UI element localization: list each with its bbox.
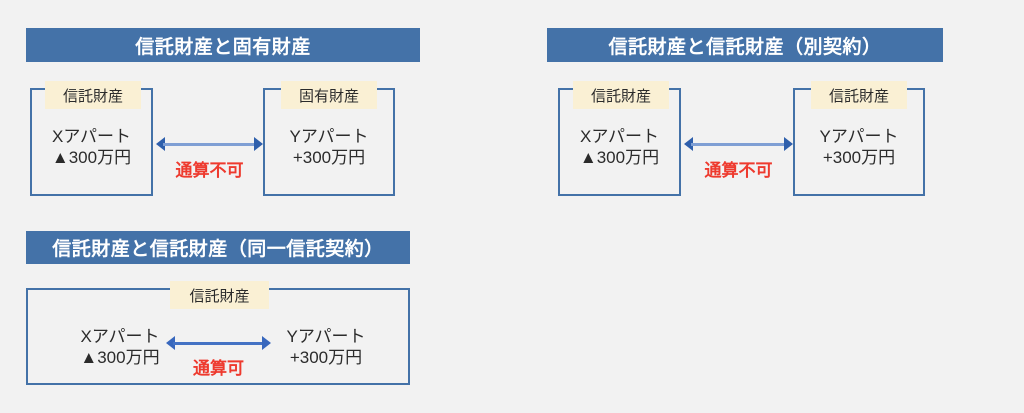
panel-trust-vs-own: 信託財産と固有財産 Xアパート ▲300万円 信託財産 Yアパート +300万円… xyxy=(26,28,420,198)
asset-line-amount: ▲300万円 xyxy=(80,348,160,368)
arrow-shaft xyxy=(163,142,256,146)
offset-arrow-trust-vs-trust-same xyxy=(166,336,271,350)
asset-line-primary: Yアパート xyxy=(289,127,369,146)
asset-values-left: Xアパート ▲300万円 xyxy=(50,326,190,368)
asset-values-right: Yアパート +300万円 xyxy=(256,326,396,368)
asset-line-amount: +300万円 xyxy=(292,148,366,168)
panel-title-trust-vs-trust-same: 信託財産と信託財産（同一信託契約） xyxy=(26,231,410,264)
asset-line-primary: Xアパート xyxy=(52,127,131,146)
arrow-head-right-icon xyxy=(262,336,271,350)
asset-tag-own-property: 固有財産 xyxy=(281,81,377,109)
asset-box-trust-property-1-values: Xアパート ▲300万円 xyxy=(32,126,151,168)
asset-line-primary: Xアパート xyxy=(80,327,160,346)
arrow-head-right-icon xyxy=(254,137,263,151)
panel-trust-vs-trust-separate: 信託財産と信託財産（別契約） Xアパート ▲300万円 信託財産 Yアパート +… xyxy=(547,28,943,198)
arrow-head-left-icon xyxy=(166,336,175,350)
arrow-head-left-icon xyxy=(156,137,165,151)
asset-line-primary: Yアパート xyxy=(819,127,899,146)
asset-tag-trust-property-2b: 信託財産 xyxy=(811,81,907,109)
asset-tag-trust-property-1: 信託財産 xyxy=(45,81,141,109)
arrow-shaft xyxy=(691,142,786,146)
asset-box-own-property-values: Yアパート +300万円 xyxy=(265,126,393,168)
arrow-shaft xyxy=(173,341,264,345)
panel-trust-vs-trust-same: 信託財産と信託財産（同一信託契約） Xアパート ▲300万円 Yアパート +30… xyxy=(26,231,410,386)
asset-line-amount: +300万円 xyxy=(822,148,896,168)
offset-label-trust-vs-trust-same: 通算可 xyxy=(193,359,244,378)
offset-label-trust-vs-own: 通算不可 xyxy=(175,161,244,180)
panel-title-trust-vs-trust-separate: 信託財産と信託財産（別契約） xyxy=(547,28,943,62)
asset-tag-trust-property-2a: 信託財産 xyxy=(573,81,669,109)
arrow-head-right-icon xyxy=(784,137,793,151)
offset-label-trust-vs-trust-separate: 通算不可 xyxy=(704,161,773,180)
arrow-head-left-icon xyxy=(684,137,693,151)
asset-line-primary: Yアパート xyxy=(286,327,366,346)
asset-line-amount: ▲300万円 xyxy=(51,148,132,168)
asset-tag-trust-property-shared: 信託財産 xyxy=(170,281,269,309)
asset-box-trust-property-2a-values: Xアパート ▲300万円 xyxy=(560,126,679,168)
asset-box-trust-property-2b-values: Yアパート +300万円 xyxy=(795,126,923,168)
panel-title-trust-vs-own: 信託財産と固有財産 xyxy=(26,28,420,62)
asset-line-primary: Xアパート xyxy=(580,127,659,146)
offset-arrow-trust-vs-trust-separate xyxy=(684,137,793,151)
asset-line-amount: ▲300万円 xyxy=(579,148,660,168)
offset-arrow-trust-vs-own xyxy=(156,137,263,151)
asset-line-amount: +300万円 xyxy=(289,348,363,368)
